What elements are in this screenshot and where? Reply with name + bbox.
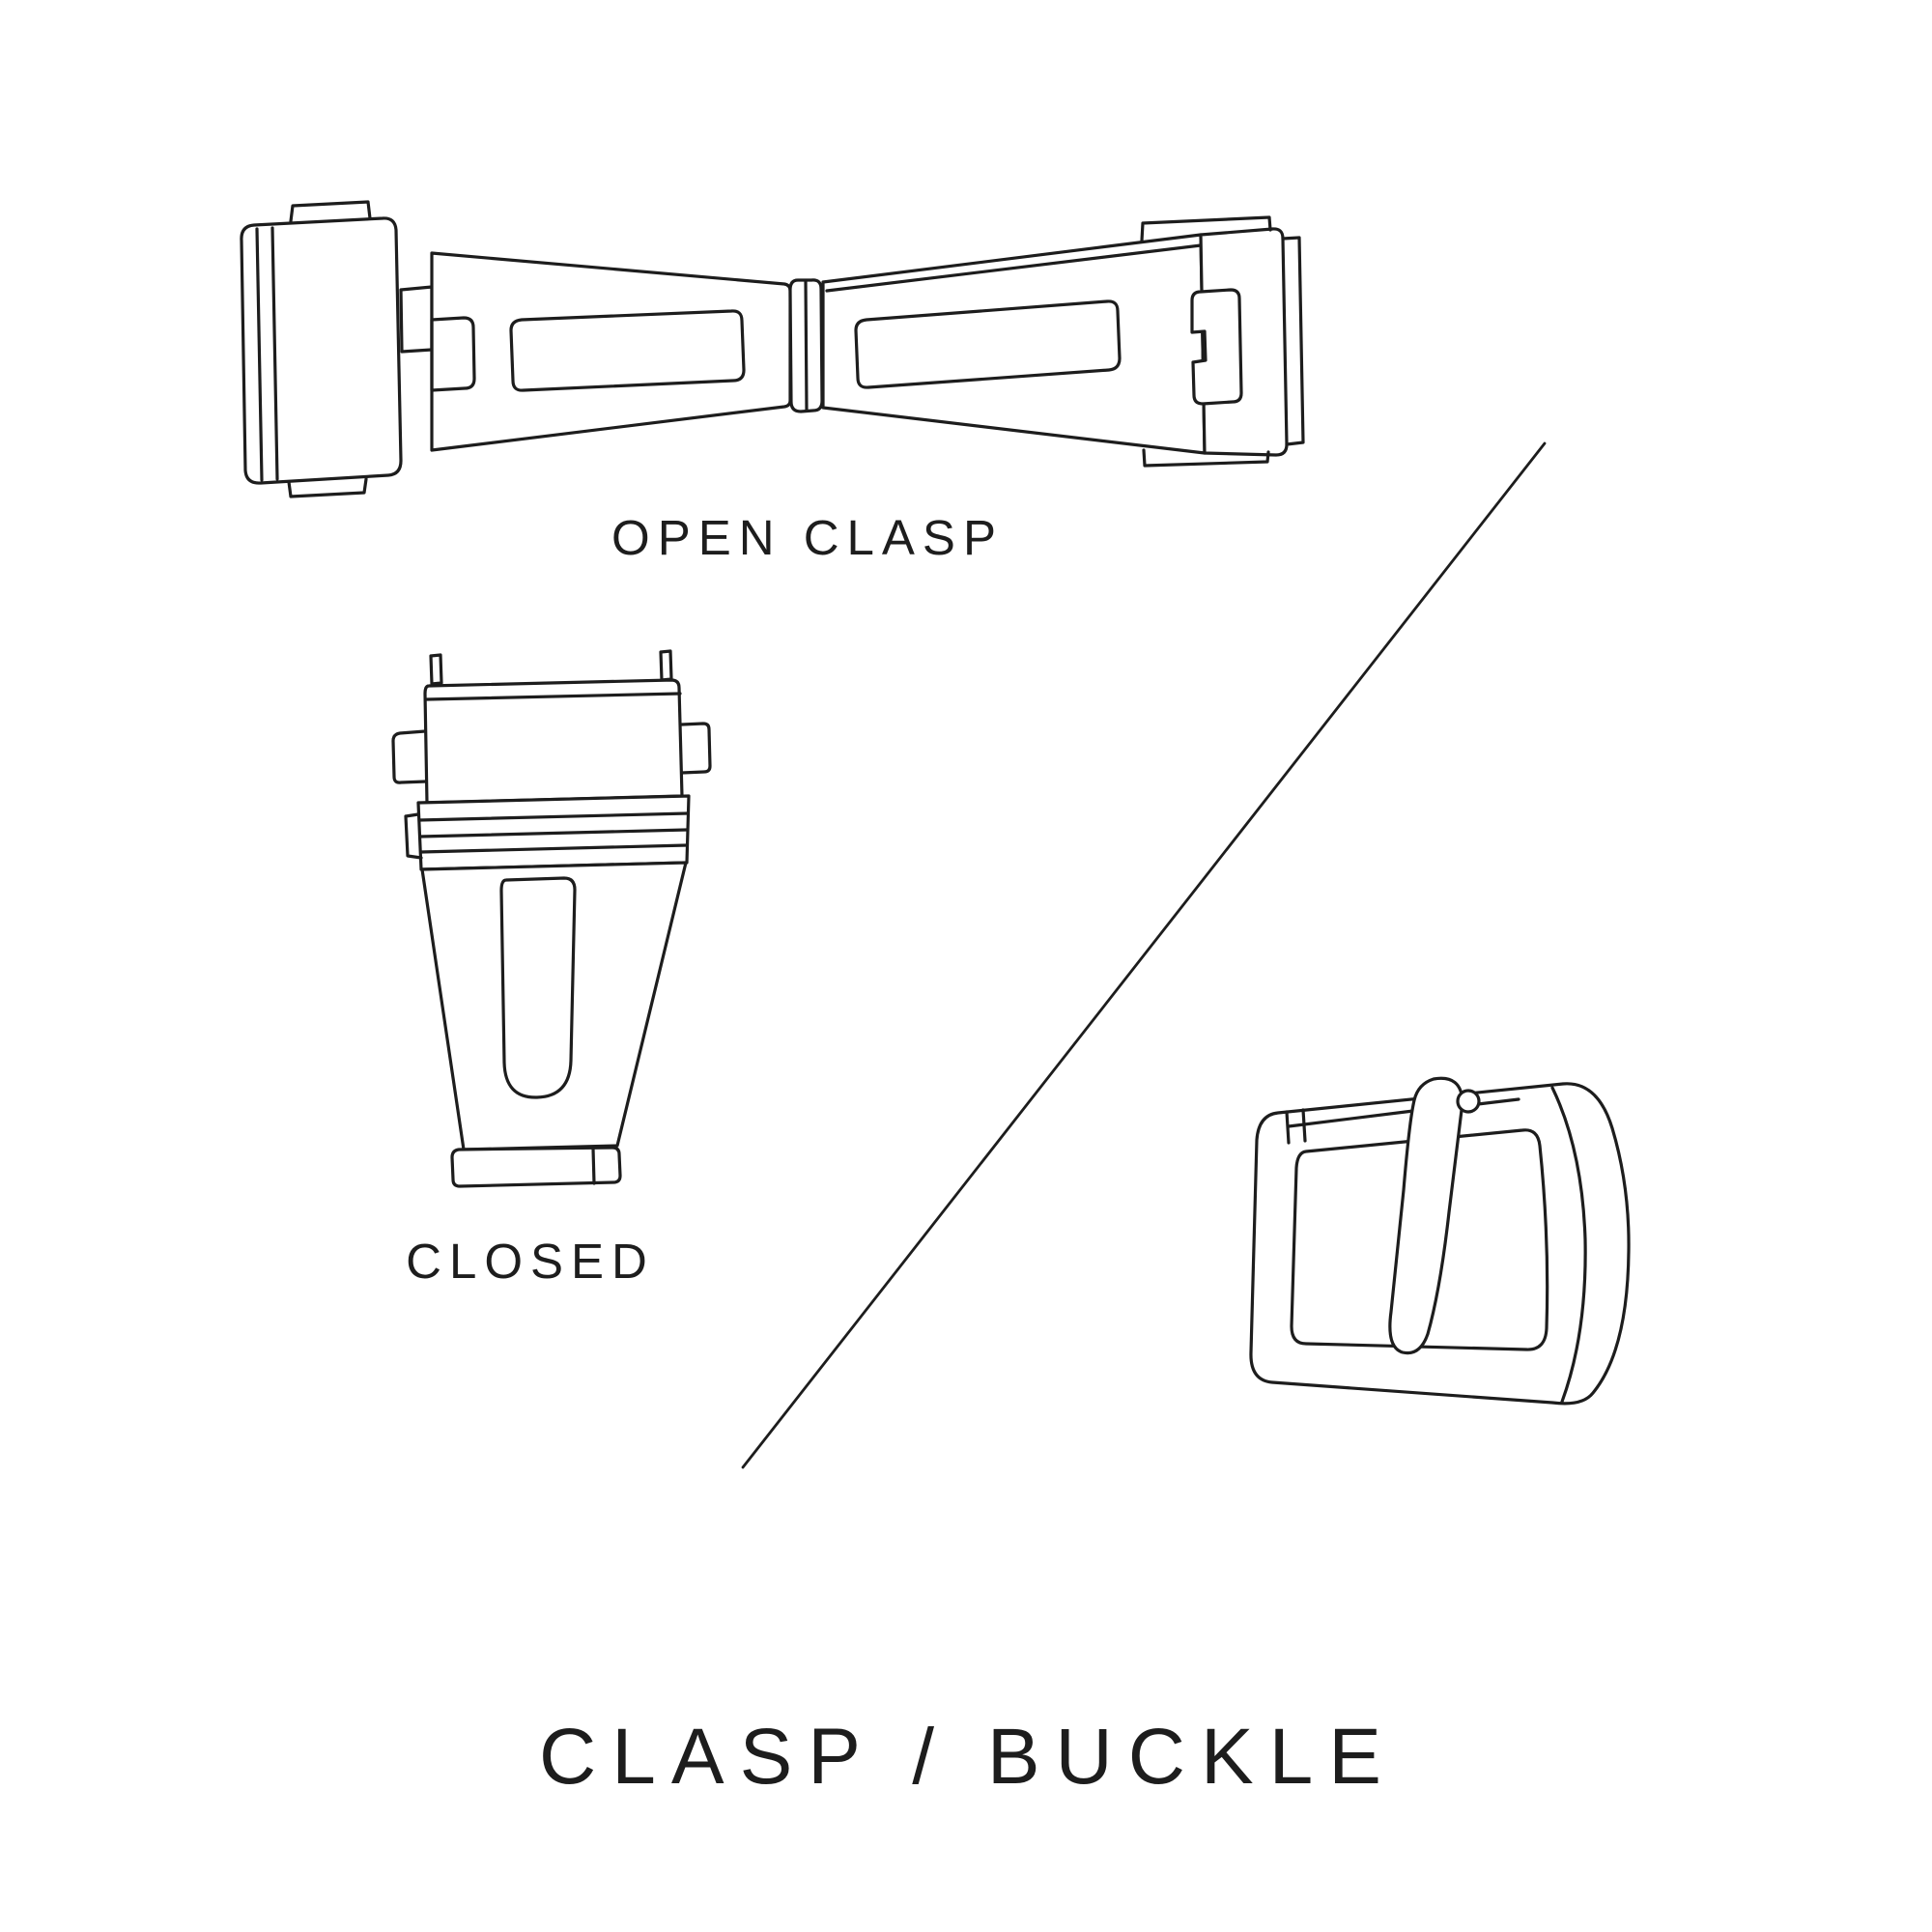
open-clasp-label: OPEN CLASP bbox=[611, 510, 1004, 565]
open-clasp-icon bbox=[240, 200, 1305, 498]
diagonal-divider-line bbox=[741, 441, 1547, 1469]
tang-buckle-icon bbox=[1249, 1076, 1631, 1406]
page-title: CLASP / BUCKLE bbox=[539, 1713, 1397, 1801]
buckle-pin bbox=[1287, 1097, 1520, 1128]
buckle-prong bbox=[1388, 1076, 1464, 1355]
closed-clasp-icon bbox=[391, 649, 712, 1188]
buckle-pin-loop bbox=[1456, 1089, 1481, 1114]
closed-clasp-label: CLOSED bbox=[406, 1234, 655, 1289]
